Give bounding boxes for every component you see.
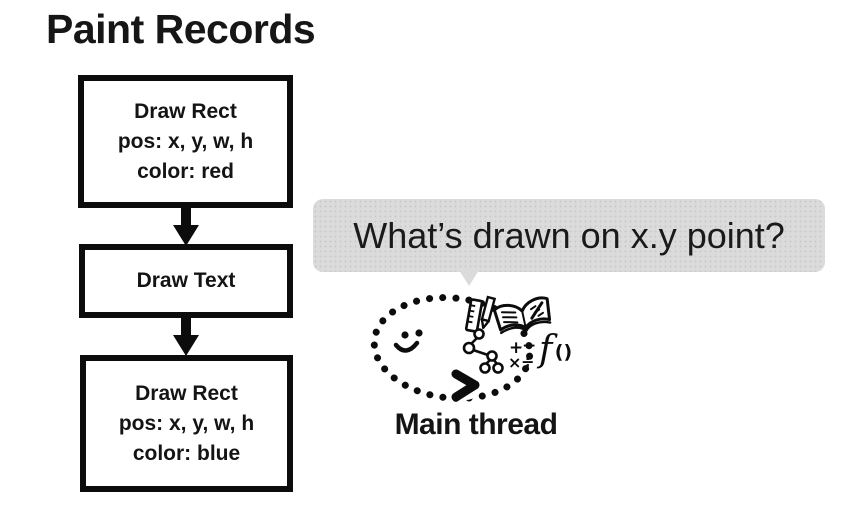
- flow-arrow-shaft: [181, 315, 191, 336]
- tree-diagram-icon: [462, 328, 504, 374]
- svg-text:+: +: [509, 338, 523, 358]
- function-icon: f (): [536, 329, 572, 370]
- down-arrow-icon: [173, 335, 199, 356]
- main-thread-doodle: + − × ÷ f (): [370, 294, 572, 402]
- flow-box-line: Draw Rect: [134, 99, 237, 123]
- speech-bubble-tail: [459, 270, 479, 286]
- flow-box-draw-rect-blue: Draw Rect pos: x, y, w, h color: blue: [80, 355, 293, 492]
- speech-bubble-text: What’s drawn on x.y point?: [353, 214, 785, 256]
- smiley-face-icon: [393, 329, 423, 353]
- flow-box-line: pos: x, y, w, h: [117, 129, 254, 153]
- math-symbols-icon: + − × ÷: [508, 336, 536, 372]
- book-icon: [492, 296, 552, 335]
- dotted-loop-icon: [370, 294, 534, 402]
- speech-bubble: What’s drawn on x.y point?: [313, 199, 825, 272]
- flow-box-line: Draw Rect: [135, 381, 238, 405]
- flow-box-line: color: blue: [132, 441, 241, 465]
- flow-box-draw-text: Draw Text: [79, 244, 293, 318]
- loop-arrow-chevron-icon: [451, 369, 480, 402]
- page-title: Paint Records: [46, 6, 316, 52]
- svg-text:×: ×: [508, 353, 521, 372]
- pencil-icon: [480, 295, 497, 330]
- flow-box-line: Draw Text: [136, 269, 236, 292]
- main-thread-label: Main thread: [394, 408, 558, 441]
- svg-text:−: −: [522, 336, 536, 356]
- down-arrow-icon: [173, 225, 199, 246]
- flow-box-line: pos: x, y, w, h: [118, 411, 255, 435]
- ruler-icon: [464, 298, 484, 333]
- flow-box-draw-rect-red: Draw Rect pos: x, y, w, h color: red: [78, 75, 293, 208]
- flow-arrow-shaft: [181, 205, 191, 226]
- svg-text:÷: ÷: [521, 352, 534, 371]
- flow-box-line: color: red: [137, 159, 234, 183]
